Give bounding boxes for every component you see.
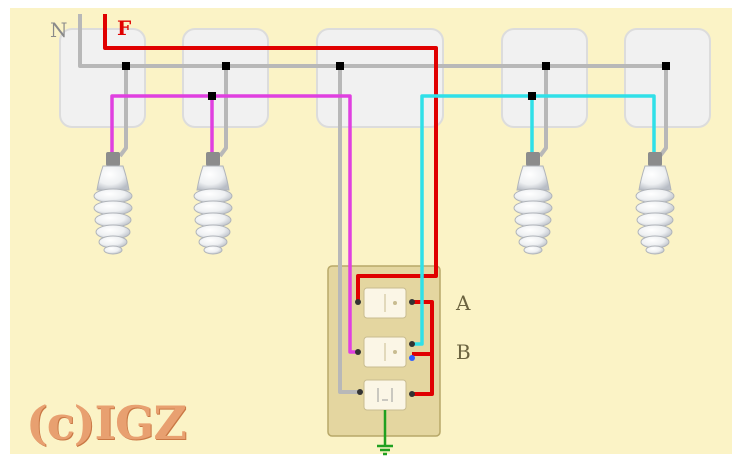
neutral-label: N xyxy=(50,18,68,42)
ground-icon xyxy=(377,410,393,456)
cyan-wire xyxy=(412,94,656,346)
neutral-wire xyxy=(78,14,668,394)
socket-icon[interactable] xyxy=(357,379,415,411)
switch-a-label: A xyxy=(456,291,471,315)
switch-icon[interactable] xyxy=(355,336,415,368)
junction-nodes xyxy=(122,62,670,100)
copyright-watermark: (c)IGZ xyxy=(26,396,187,450)
phase-label: F xyxy=(117,16,132,40)
switch-icon[interactable] xyxy=(355,287,415,319)
switch-b-label: B xyxy=(456,340,471,364)
magenta-wire xyxy=(110,94,358,354)
